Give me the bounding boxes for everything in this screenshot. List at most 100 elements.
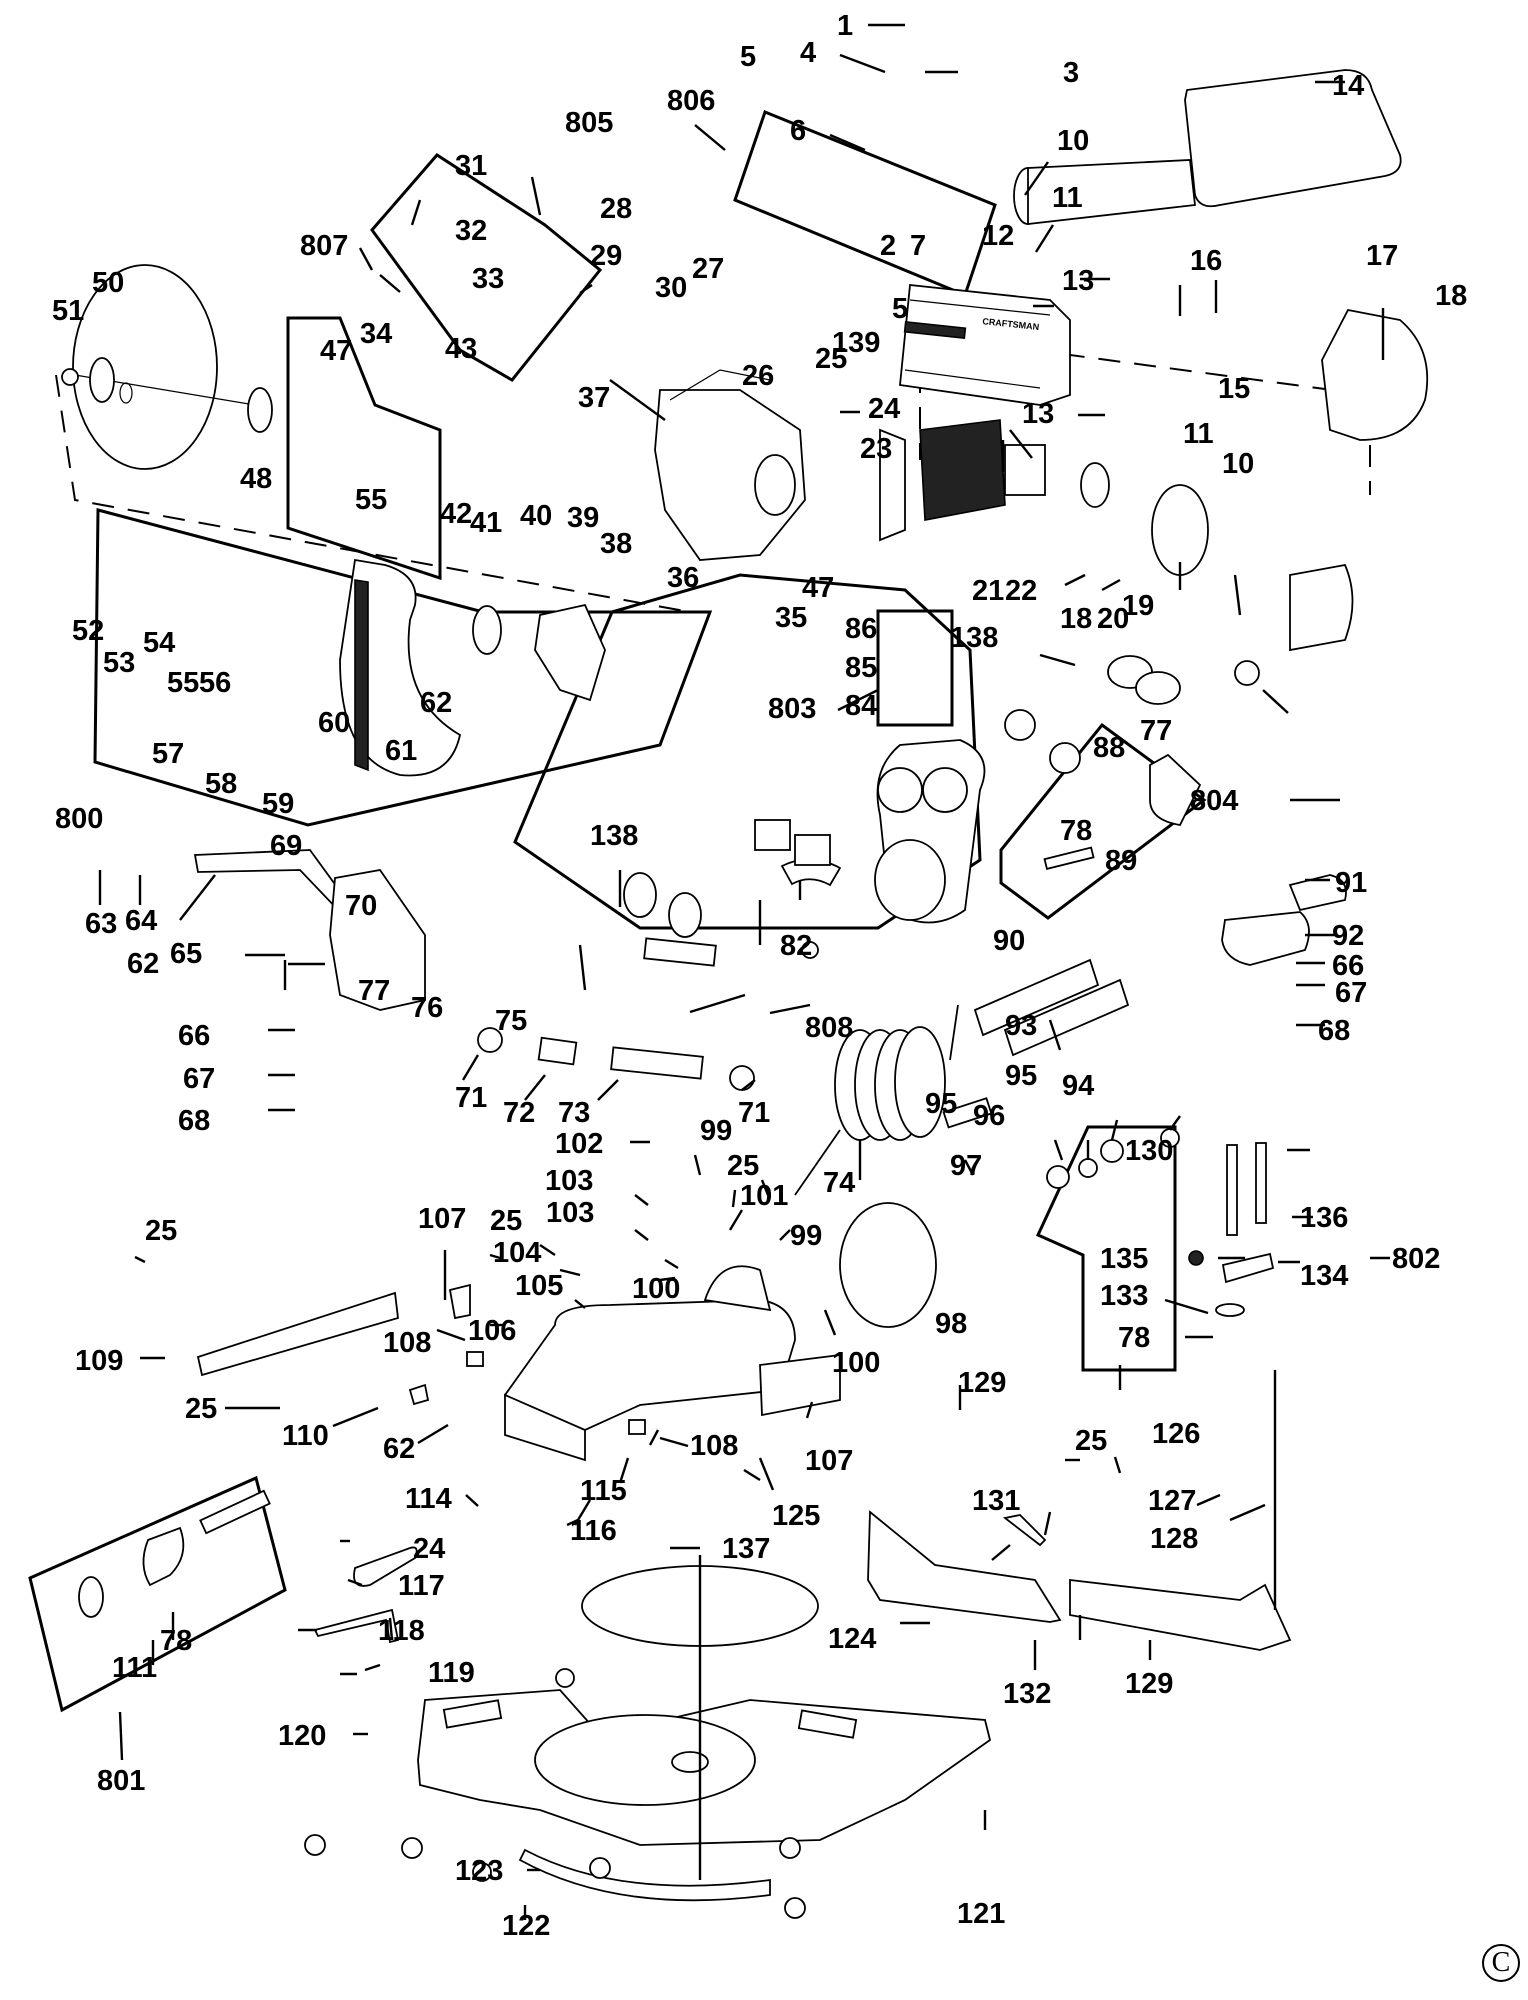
label-part-129-top: 129 bbox=[958, 1367, 1006, 1399]
feet-drawing bbox=[304, 1834, 806, 1919]
assembly-box-801 bbox=[28, 1475, 287, 1713]
label-part-13-top: 13 bbox=[1062, 265, 1094, 297]
label-part-103-b: 103 bbox=[546, 1197, 594, 1229]
label-assembly-807[interactable]: 807 bbox=[300, 230, 348, 262]
label-assembly-805[interactable]: 805 bbox=[565, 107, 613, 139]
brush-sleeve-drawing bbox=[1289, 563, 1354, 652]
label-part-93: 93 bbox=[1005, 1010, 1037, 1042]
label-part-12: 12 bbox=[982, 220, 1014, 252]
label-part-43: 43 bbox=[445, 333, 477, 365]
label-part-78-low: 78 bbox=[160, 1625, 192, 1657]
label-108a-drawing bbox=[466, 1351, 484, 1367]
label-part-11-low: 11 bbox=[1183, 418, 1214, 450]
label-part-17: 17 bbox=[1366, 240, 1398, 272]
label-108b-drawing bbox=[628, 1419, 646, 1435]
leader-lines bbox=[98, 23, 1390, 1920]
label-part-96: 96 bbox=[973, 1100, 1005, 1132]
label-part-63: 63 bbox=[85, 908, 117, 940]
label-part-70: 70 bbox=[345, 890, 377, 922]
label-part-99-top: 99 bbox=[700, 1115, 732, 1147]
label-part-1: 1 bbox=[837, 10, 853, 42]
label-part-118: 118 bbox=[378, 1615, 425, 1647]
label-part-136: 136 bbox=[1300, 1202, 1348, 1234]
washer-upper-drawing bbox=[1004, 709, 1036, 741]
nut-123-drawing bbox=[472, 1862, 492, 1882]
label-part-95-left: 95 bbox=[925, 1088, 957, 1120]
label-part-29: 29 bbox=[590, 240, 622, 272]
part-labels: 1 4 5 3 14 806 805 6 10 31 11 28 32 12 2… bbox=[52, 10, 1467, 1942]
label-part-90: 90 bbox=[993, 925, 1025, 957]
label-part-24-mid: 24 bbox=[868, 393, 900, 425]
label-part-35: 35 bbox=[775, 602, 807, 634]
label-part-78-right: 78 bbox=[1118, 1322, 1150, 1354]
label-part-7: 7 bbox=[910, 230, 926, 262]
label-part-18-low: 18 bbox=[1060, 603, 1092, 635]
label-part-115: 115 bbox=[580, 1475, 627, 1507]
rails-drawing bbox=[973, 958, 1130, 1057]
plate-98-drawing bbox=[839, 1202, 937, 1328]
armature-drawing bbox=[879, 419, 1110, 542]
label-assembly-804[interactable]: 804 bbox=[1190, 785, 1238, 817]
label-part-137: 137 bbox=[722, 1533, 770, 1565]
bevel-lock-body-drawing bbox=[329, 869, 426, 1011]
label-part-132: 132 bbox=[1003, 1678, 1051, 1710]
label-assembly-808[interactable]: 808 bbox=[805, 1012, 853, 1044]
dust-bag-drawing bbox=[1013, 69, 1402, 226]
label-assembly-801[interactable]: 801 bbox=[97, 1765, 145, 1797]
label-part-124: 124 bbox=[828, 1623, 876, 1655]
label-part-21: 21 bbox=[972, 575, 1004, 607]
label-part-61: 61 bbox=[385, 735, 417, 767]
label-part-71-left: 71 bbox=[455, 1082, 487, 1114]
assembly-box-802 bbox=[1035, 1125, 1177, 1372]
label-part-68-right: 68 bbox=[1318, 1015, 1350, 1047]
label-assembly-800[interactable]: 800 bbox=[55, 803, 103, 835]
label-part-99-mid: 99 bbox=[790, 1220, 822, 1252]
label-assembly-806[interactable]: 806 bbox=[667, 85, 715, 117]
label-part-2: 2 bbox=[880, 230, 896, 262]
label-part-77-top: 77 bbox=[1140, 715, 1172, 747]
guide-line-blade bbox=[55, 374, 691, 613]
label-part-126: 126 bbox=[1152, 1418, 1200, 1450]
label-part-39: 39 bbox=[567, 502, 599, 534]
label-part-111: 111 bbox=[112, 1652, 157, 1684]
label-part-62-mid: 62 bbox=[127, 948, 159, 980]
label-part-119: 119 bbox=[428, 1657, 475, 1689]
assembly-box-806 bbox=[733, 110, 997, 298]
label-part-6: 6 bbox=[790, 115, 806, 147]
label-part-130: 130 bbox=[1125, 1135, 1173, 1167]
label-part-25-mid: 25 bbox=[815, 343, 847, 375]
lock-rod-drawing bbox=[1043, 846, 1095, 870]
insert-label-107b-drawing bbox=[759, 1353, 841, 1417]
label-part-51: 51 bbox=[52, 295, 84, 327]
label-assembly-803[interactable]: 803 bbox=[768, 693, 816, 725]
label-part-88: 88 bbox=[1093, 732, 1125, 764]
label-part-30: 30 bbox=[655, 272, 687, 304]
label-part-60: 60 bbox=[318, 707, 350, 739]
pin-76-drawing bbox=[643, 937, 717, 967]
spacer-72-drawing bbox=[537, 1036, 578, 1066]
washer-77-drawing bbox=[1234, 660, 1260, 686]
miter-scale-drawing bbox=[518, 1848, 771, 1902]
label-part-91: 91 bbox=[1335, 867, 1367, 899]
label-part-103-a: 103 bbox=[545, 1165, 593, 1197]
label-part-20: 20 bbox=[1097, 603, 1129, 635]
bearing-housing-drawing bbox=[1151, 484, 1209, 576]
label-part-14: 14 bbox=[1332, 70, 1364, 102]
retaining-ring-drawing bbox=[801, 941, 819, 959]
label-part-77-mid: 77 bbox=[358, 975, 390, 1007]
washer-96-drawing bbox=[1078, 1158, 1098, 1178]
label-part-11-top: 11 bbox=[1052, 182, 1083, 214]
label-part-122: 122 bbox=[502, 1910, 550, 1942]
bushing-a-drawing bbox=[754, 819, 791, 851]
label-part-100-top: 100 bbox=[632, 1273, 680, 1305]
nut-119-drawing bbox=[555, 1668, 575, 1688]
fence-drawing bbox=[867, 1510, 1292, 1651]
link-plate-drawing bbox=[1107, 655, 1181, 705]
washer-71a-drawing bbox=[477, 1027, 503, 1053]
label-assembly-802[interactable]: 802 bbox=[1392, 1243, 1440, 1275]
label-part-25-mid3: 25 bbox=[490, 1205, 522, 1237]
label-part-108-left: 108 bbox=[383, 1327, 431, 1359]
label-part-106: 106 bbox=[468, 1315, 516, 1347]
label-part-68-left: 68 bbox=[178, 1105, 210, 1137]
